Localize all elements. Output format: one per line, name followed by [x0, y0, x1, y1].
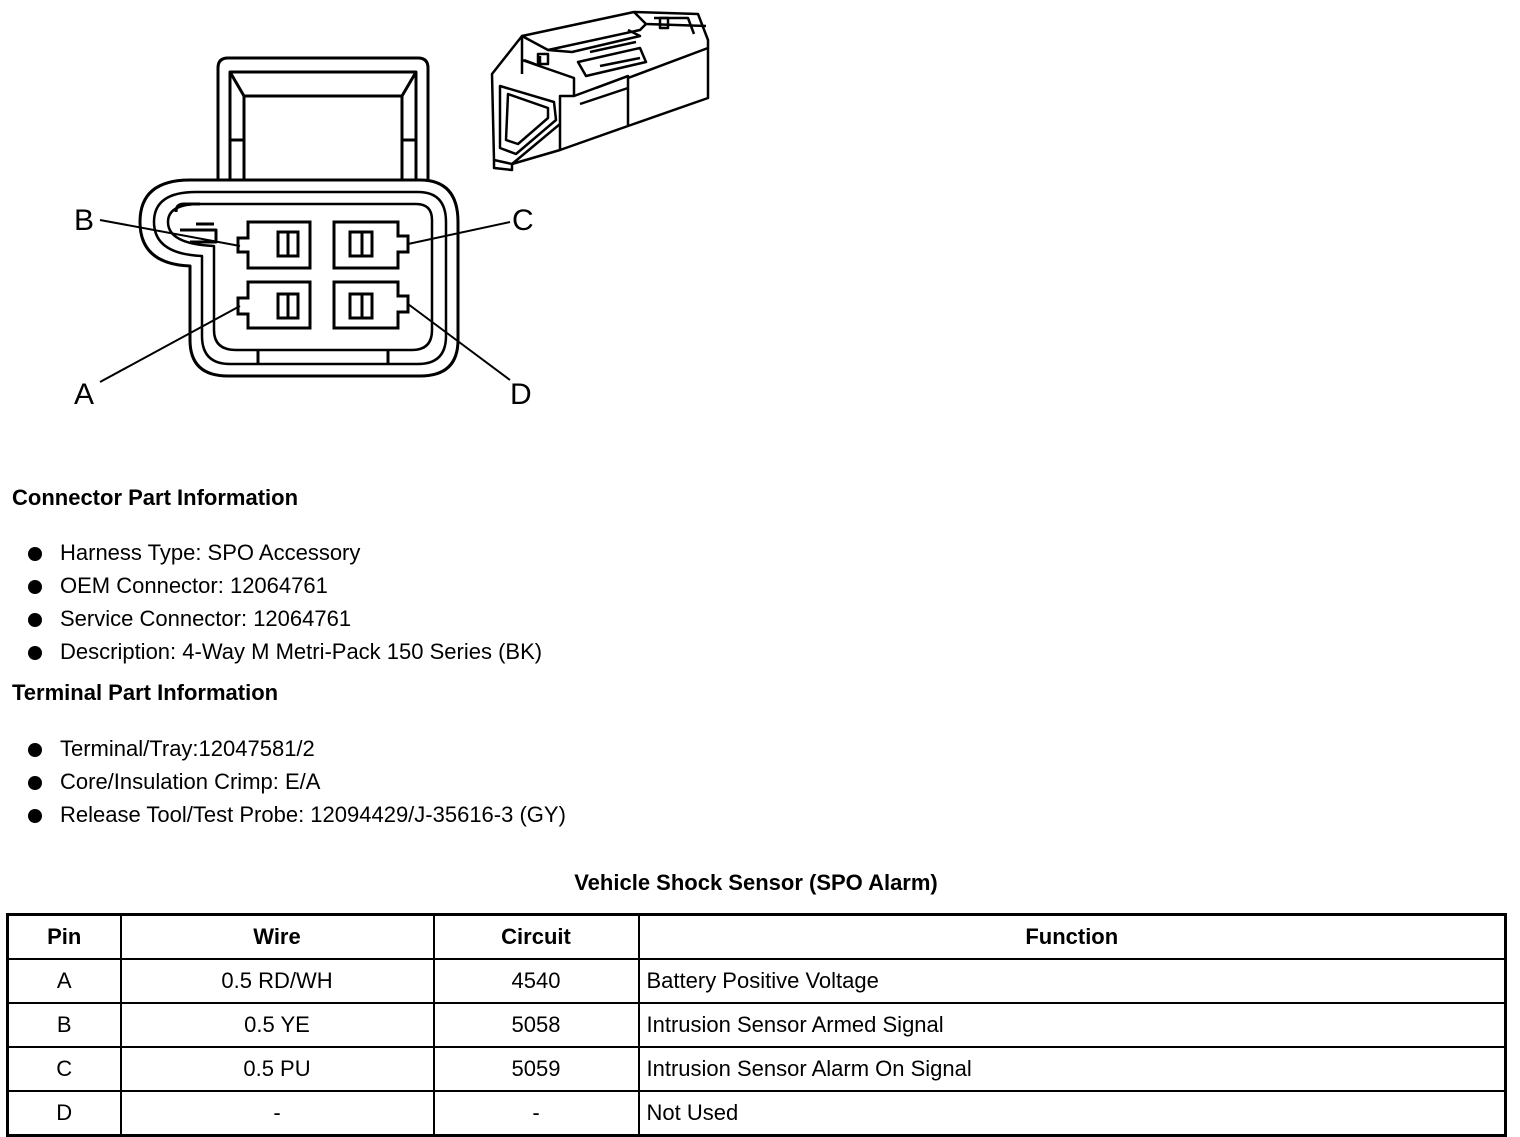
table-row: C 0.5 PU 5059 Intrusion Sensor Alarm On …	[6, 1046, 1507, 1092]
column-header-wire: Wire	[119, 913, 435, 960]
terminal-cavity-c	[332, 220, 410, 270]
leader-line-c	[407, 221, 511, 245]
cell-circuit: 5058	[432, 1002, 640, 1048]
cell-pin: C	[6, 1046, 122, 1092]
list-item: Description: 4-Way M Metri-Pack 150 Seri…	[28, 635, 542, 668]
terminal-cavity-d	[332, 280, 410, 330]
cell-function: Not Used	[637, 1090, 1507, 1137]
leader-line-a	[99, 305, 241, 383]
table-row: B 0.5 YE 5058 Intrusion Sensor Armed Sig…	[6, 1002, 1507, 1048]
connector-face	[138, 56, 460, 378]
cell-circuit: -	[432, 1090, 640, 1137]
cell-pin: D	[6, 1090, 122, 1137]
cell-function: Intrusion Sensor Alarm On Signal	[637, 1046, 1507, 1092]
list-item: Harness Type: SPO Accessory	[28, 536, 542, 569]
terminal-part-info-list: Terminal/Tray:12047581/2 Core/Insulation…	[28, 732, 566, 831]
list-item-text: Service Connector: 12064761	[60, 606, 352, 631]
connector-diagram: B C A D	[74, 10, 710, 411]
table-row: D - - Not Used	[6, 1090, 1507, 1137]
pin-label-c: C	[512, 204, 534, 237]
leader-line-b	[99, 219, 241, 247]
column-header-pin: Pin	[6, 913, 122, 960]
cell-circuit: 4540	[432, 958, 640, 1004]
list-item-text: OEM Connector: 12064761	[60, 573, 328, 598]
leader-lines	[99, 219, 511, 383]
terminal-cavity-b	[236, 220, 312, 270]
list-item-text: Terminal/Tray:12047581/2	[60, 736, 315, 761]
list-item-text: Description: 4-Way M Metri-Pack 150 Seri…	[60, 639, 543, 664]
pin-label-a: A	[74, 378, 94, 411]
column-header-function: Function	[637, 913, 1507, 960]
cell-circuit: 5059	[432, 1046, 640, 1092]
bullet-icon	[28, 743, 42, 757]
list-item: Terminal/Tray:12047581/2	[28, 732, 566, 765]
connector-part-info-list: Harness Type: SPO Accessory OEM Connecto…	[28, 536, 542, 668]
bullet-icon	[28, 580, 42, 594]
pin-table: Pin Wire Circuit Function A 0.5 RD/WH 45…	[6, 913, 1507, 1137]
bullet-icon	[28, 646, 42, 660]
cell-wire: 0.5 RD/WH	[119, 958, 435, 1004]
cell-wire: -	[119, 1090, 435, 1137]
pin-label-d: D	[510, 378, 532, 411]
terminal-cavity-a	[236, 280, 312, 330]
cell-function: Intrusion Sensor Armed Signal	[637, 1002, 1507, 1048]
list-item-text: Release Tool/Test Probe: 12094429/J-3561…	[60, 802, 566, 827]
list-item: Core/Insulation Crimp: E/A	[28, 765, 566, 798]
table-row: A 0.5 RD/WH 4540 Battery Positive Voltag…	[6, 958, 1507, 1004]
leader-line-d	[407, 303, 511, 381]
cell-pin: B	[6, 1002, 122, 1048]
bullet-icon	[28, 809, 42, 823]
cell-wire: 0.5 PU	[119, 1046, 435, 1092]
bullet-icon	[28, 613, 42, 627]
cell-function: Battery Positive Voltage	[637, 958, 1507, 1004]
bullet-icon	[28, 776, 42, 790]
table-header-row: Pin Wire Circuit Function	[6, 913, 1507, 960]
list-item-text: Core/Insulation Crimp: E/A	[60, 769, 321, 794]
list-item-text: Harness Type: SPO Accessory	[60, 540, 361, 565]
list-item: Service Connector: 12064761	[28, 602, 542, 635]
terminal-part-info-title: Terminal Part Information	[12, 680, 279, 705]
list-item: OEM Connector: 12064761	[28, 569, 542, 602]
bullet-icon	[28, 547, 42, 561]
column-header-circuit: Circuit	[432, 913, 640, 960]
cell-pin: A	[6, 958, 122, 1004]
pin-table-title: Vehicle Shock Sensor (SPO Alarm)	[574, 870, 938, 895]
list-item: Release Tool/Test Probe: 12094429/J-3561…	[28, 798, 566, 831]
connector-part-info-title: Connector Part Information	[12, 485, 299, 510]
pin-label-b: B	[74, 204, 94, 237]
connector-perspective-view	[490, 10, 710, 172]
cell-wire: 0.5 YE	[119, 1002, 435, 1048]
